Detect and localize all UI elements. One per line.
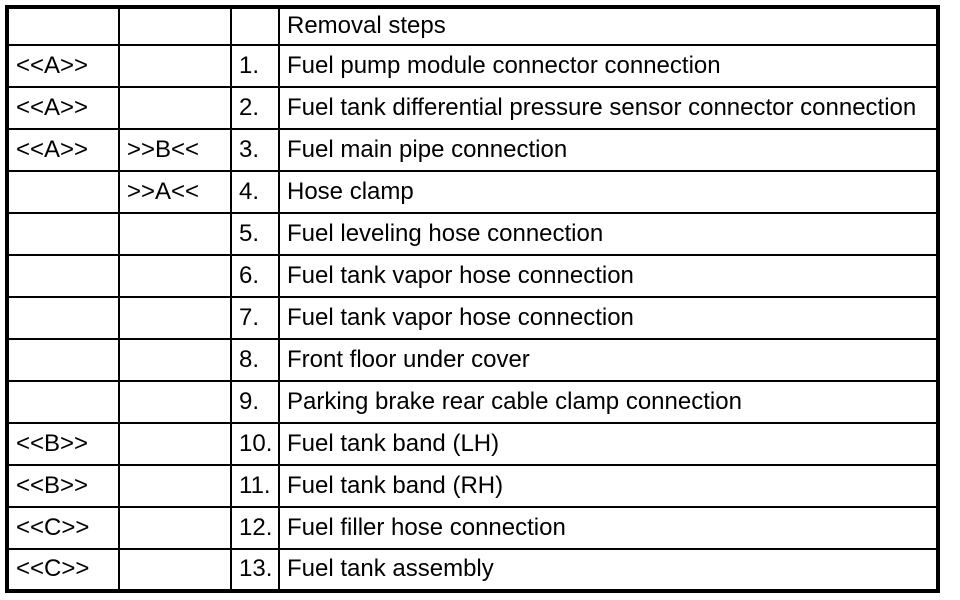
table-row: <<C>> 12. Fuel filler hose connection bbox=[6, 506, 939, 550]
step-description-cell: Fuel leveling hose connection bbox=[278, 212, 939, 256]
mark-b-cell bbox=[118, 296, 232, 340]
step-description-cell: Fuel tank band (LH) bbox=[278, 422, 939, 466]
header-mark-a-cell bbox=[6, 6, 120, 46]
mark-a-cell bbox=[6, 338, 120, 382]
mark-b-cell bbox=[118, 86, 232, 130]
step-description-cell: Fuel tank band (RH) bbox=[278, 464, 939, 508]
step-number-cell: 6. bbox=[230, 254, 280, 298]
mark-a-cell: <<C>> bbox=[6, 506, 120, 550]
step-description-cell: Fuel pump module connector connection bbox=[278, 44, 939, 88]
step-description-cell: Parking brake rear cable clamp connectio… bbox=[278, 380, 939, 424]
table-row: 9. Parking brake rear cable clamp connec… bbox=[6, 380, 939, 424]
table-row: <<B>> 11. Fuel tank band (RH) bbox=[6, 464, 939, 508]
step-number-cell: 9. bbox=[230, 380, 280, 424]
mark-a-cell bbox=[6, 212, 120, 256]
header-title: Removal steps bbox=[278, 6, 939, 46]
mark-a-cell: <<A>> bbox=[6, 86, 120, 130]
mark-b-cell bbox=[118, 212, 232, 256]
mark-b-cell: >>B<< bbox=[118, 128, 232, 172]
mark-b-cell bbox=[118, 548, 232, 592]
step-number-cell: 12. bbox=[230, 506, 280, 550]
table-row: 6. Fuel tank vapor hose connection bbox=[6, 254, 939, 298]
step-number-cell: 5. bbox=[230, 212, 280, 256]
table-row: 8. Front floor under cover bbox=[6, 338, 939, 382]
mark-b-cell bbox=[118, 338, 232, 382]
mark-b-cell bbox=[118, 44, 232, 88]
table-row: <<A>> >>B<< 3. Fuel main pipe connection bbox=[6, 128, 939, 172]
table-row: <<C>> 13. Fuel tank assembly bbox=[6, 548, 939, 592]
step-number-cell: 13. bbox=[230, 548, 280, 592]
step-number-cell: 3. bbox=[230, 128, 280, 172]
mark-a-cell: <<B>> bbox=[6, 422, 120, 466]
table-row: >>A<< 4. Hose clamp bbox=[6, 170, 939, 214]
step-description-cell: Fuel tank differential pressure sensor c… bbox=[278, 86, 939, 130]
step-description-cell: Fuel main pipe connection bbox=[278, 128, 939, 172]
mark-a-cell: <<A>> bbox=[6, 44, 120, 88]
step-description-cell: Fuel filler hose connection bbox=[278, 506, 939, 550]
step-number-cell: 7. bbox=[230, 296, 280, 340]
header-row: Removal steps bbox=[6, 6, 939, 46]
mark-a-cell: <<A>> bbox=[6, 128, 120, 172]
mark-b-cell bbox=[118, 422, 232, 466]
mark-b-cell bbox=[118, 506, 232, 550]
header-step-number-cell bbox=[230, 6, 280, 46]
table-body: <<A>> 1. Fuel pump module connector conn… bbox=[6, 44, 939, 592]
table-row: <<B>> 10. Fuel tank band (LH) bbox=[6, 422, 939, 466]
step-description-cell: Hose clamp bbox=[278, 170, 939, 214]
mark-b-cell: >>A<< bbox=[118, 170, 232, 214]
mark-a-cell bbox=[6, 296, 120, 340]
removal-steps-table: Removal steps <<A>> 1. Fuel pump module … bbox=[5, 5, 940, 593]
step-description-cell: Fuel tank vapor hose connection bbox=[278, 254, 939, 298]
mark-b-cell bbox=[118, 464, 232, 508]
mark-b-cell bbox=[118, 380, 232, 424]
step-number-cell: 10. bbox=[230, 422, 280, 466]
step-number-cell: 4. bbox=[230, 170, 280, 214]
step-number-cell: 11. bbox=[230, 464, 280, 508]
mark-b-cell bbox=[118, 254, 232, 298]
table-row: <<A>> 2. Fuel tank differential pressure… bbox=[6, 86, 939, 130]
mark-a-cell: <<B>> bbox=[6, 464, 120, 508]
table-row: <<A>> 1. Fuel pump module connector conn… bbox=[6, 44, 939, 88]
mark-a-cell bbox=[6, 254, 120, 298]
step-number-cell: 8. bbox=[230, 338, 280, 382]
mark-a-cell: <<C>> bbox=[6, 548, 120, 592]
step-number-cell: 2. bbox=[230, 86, 280, 130]
step-description-cell: Fuel tank vapor hose connection bbox=[278, 296, 939, 340]
table-row: 5. Fuel leveling hose connection bbox=[6, 212, 939, 256]
mark-a-cell bbox=[6, 380, 120, 424]
step-number-cell: 1. bbox=[230, 44, 280, 88]
step-description-cell: Fuel tank assembly bbox=[278, 548, 939, 592]
header-mark-b-cell bbox=[118, 6, 232, 46]
table-row: 7. Fuel tank vapor hose connection bbox=[6, 296, 939, 340]
step-description-cell: Front floor under cover bbox=[278, 338, 939, 382]
mark-a-cell bbox=[6, 170, 120, 214]
